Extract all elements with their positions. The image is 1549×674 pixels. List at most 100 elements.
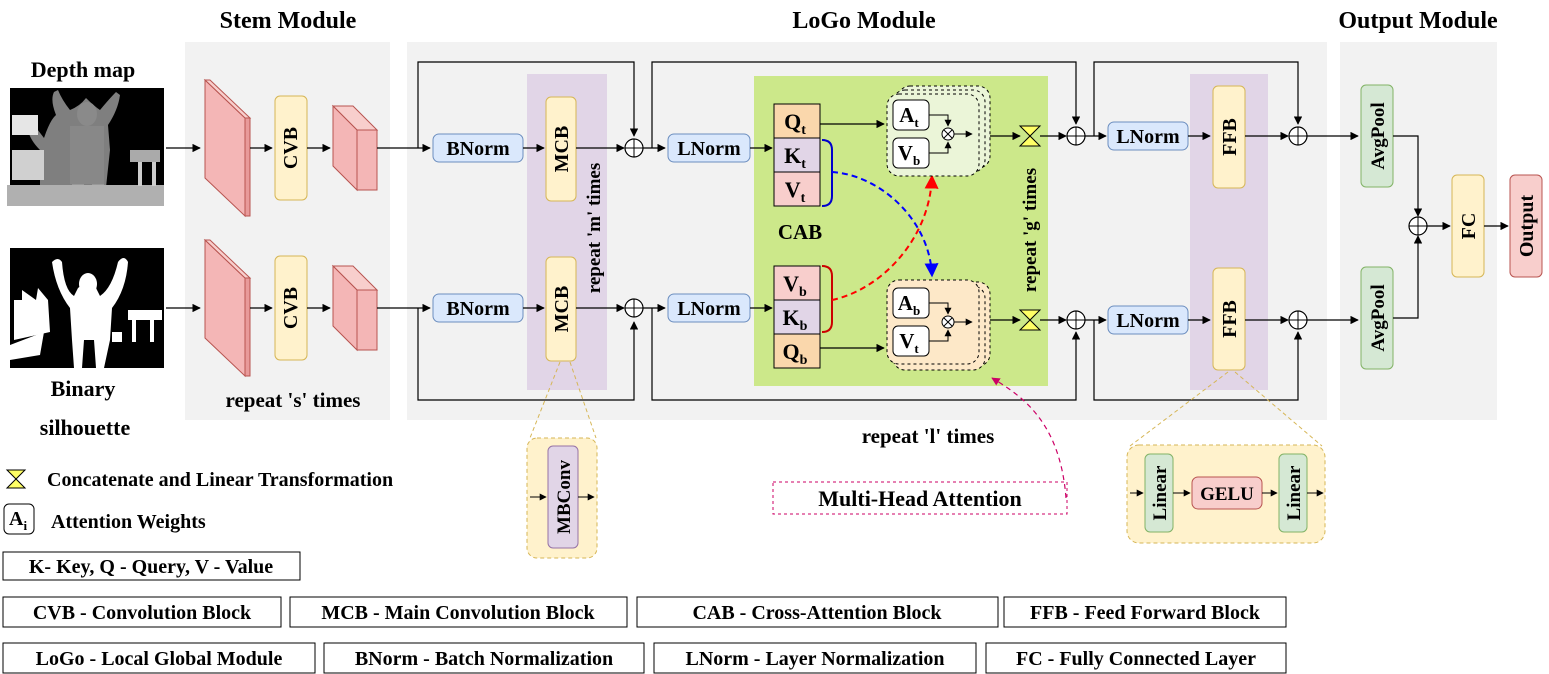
v-bottom-sub: b bbox=[799, 285, 807, 300]
mcb-top bbox=[545, 96, 577, 202]
v-top-base: V bbox=[785, 177, 801, 202]
qkv-top-stack: Qt Kt Vt bbox=[773, 103, 821, 207]
ffb-bottom bbox=[1212, 267, 1246, 371]
binary-label-line1: Binary bbox=[51, 376, 116, 401]
legend-row1-text-3: FFB - Feed Forward Block bbox=[1030, 602, 1261, 624]
legend-row1-box-0 bbox=[2, 596, 282, 628]
legend-row2-text-2: LNorm - Layer Normalization bbox=[685, 648, 944, 670]
q-top-base: Q bbox=[784, 109, 801, 134]
add-op-attn-bottom bbox=[1066, 310, 1086, 330]
logo-module-title: LoGo Module bbox=[792, 8, 936, 34]
legend-row1-box-3 bbox=[1003, 596, 1287, 628]
add-op-ffb-bottom bbox=[1288, 310, 1308, 330]
lnorm2-top-label: LNorm bbox=[1116, 126, 1180, 148]
mha-label-box bbox=[772, 481, 1068, 515]
ffb-gelu-label: GELU bbox=[1200, 484, 1254, 505]
bnorm-bottom-label: BNorm bbox=[446, 298, 510, 320]
add-op-output bbox=[1408, 216, 1428, 236]
svg-text:Vt: Vt bbox=[785, 177, 806, 206]
svg-text:Vb: Vb bbox=[898, 141, 920, 168]
lnorm2-bottom-label: LNorm bbox=[1116, 310, 1180, 332]
mha-label: Multi-Head Attention bbox=[818, 486, 1022, 511]
legend-row2-text-1: BNorm - Batch Normalization bbox=[355, 648, 613, 670]
output-block-label: Output bbox=[1516, 195, 1538, 258]
k-top-sub: t bbox=[801, 157, 806, 172]
mcb-top-label: MCB bbox=[551, 126, 573, 173]
attention-head-stack-top: At Vb bbox=[886, 85, 991, 177]
legend-row2-box-0 bbox=[2, 642, 316, 674]
q-bottom-sub: b bbox=[800, 353, 808, 368]
stem-module-title: Stem Module bbox=[220, 8, 357, 34]
a-b-base: A bbox=[898, 291, 914, 315]
ffb-top-label: FFB bbox=[1219, 118, 1241, 156]
legend-row2-box-2 bbox=[653, 642, 977, 674]
v-b-attn-sub: b bbox=[913, 153, 920, 168]
output-module-title: Output Module bbox=[1338, 8, 1498, 34]
v-top-cell bbox=[773, 171, 821, 207]
q-bottom-cell bbox=[773, 333, 821, 369]
binary-label-line2: silhouette bbox=[40, 415, 131, 440]
add-op-m-bottom bbox=[624, 298, 644, 318]
legend-attention-text: Attention Weights bbox=[51, 511, 206, 533]
repeat-l-label: repeat 'l' times bbox=[862, 424, 995, 448]
v-top-sub: t bbox=[801, 191, 806, 206]
legend-kqv-text: K- Key, Q - Query, V - Value bbox=[29, 556, 273, 578]
avgpool-top-label: AvgPool bbox=[1368, 102, 1389, 169]
stem-prism-small-bottom bbox=[331, 264, 379, 352]
add-op-m-top bbox=[624, 138, 644, 158]
v-t-attn-base: V bbox=[899, 329, 914, 353]
svg-text:Vb: Vb bbox=[783, 271, 807, 300]
lnorm-top-label: LNorm bbox=[677, 138, 741, 160]
k-top-base: K bbox=[784, 143, 801, 168]
svg-text:Qt: Qt bbox=[784, 109, 806, 138]
fc-block-label: FC bbox=[1458, 213, 1480, 240]
legend-attention-icon bbox=[3, 503, 35, 535]
v-bottom-cell bbox=[773, 265, 821, 301]
cvb-block-bottom-label: CVB bbox=[280, 287, 302, 329]
legend-row1-text-2: CAB - Cross-Attention Block bbox=[692, 602, 942, 624]
a-t-sub: t bbox=[914, 115, 919, 130]
qkv-bottom-stack: Vb Kb Qb bbox=[773, 265, 821, 369]
legend-concat-icon bbox=[5, 469, 27, 489]
legend-row2-text-3: FC - Fully Connected Layer bbox=[1016, 648, 1256, 670]
svg-text:Vt: Vt bbox=[899, 329, 919, 356]
legend-row1-text-0: CVB - Convolution Block bbox=[33, 602, 252, 624]
svg-text:Kb: Kb bbox=[783, 305, 808, 334]
svg-text:At: At bbox=[899, 103, 919, 130]
mcb-bottom-label: MCB bbox=[551, 286, 573, 333]
stem-prism-large-bottom bbox=[203, 238, 252, 378]
svg-text:Ai: Ai bbox=[9, 508, 27, 533]
a-b-sub: b bbox=[913, 303, 920, 318]
repeat-g-label: repeat 'g' times bbox=[1020, 168, 1041, 292]
bnorm-top-label: BNorm bbox=[446, 138, 510, 160]
ffb-bottom-label: FFB bbox=[1219, 300, 1241, 338]
legend-row1-box-2 bbox=[636, 596, 999, 628]
legend-attention-icon-sub: i bbox=[23, 518, 27, 533]
attention-head-stack-bottom: Ab Vt bbox=[886, 279, 991, 371]
q-top-sub: t bbox=[801, 123, 806, 138]
add-op-ffb-top bbox=[1288, 126, 1308, 146]
a-t-base: A bbox=[899, 103, 915, 127]
v-bottom-base: V bbox=[783, 271, 799, 296]
stem-prism-small-top bbox=[331, 104, 379, 192]
k-bottom-sub: b bbox=[800, 319, 808, 334]
stem-prism-large-top bbox=[203, 78, 252, 218]
ffb-linear-1-label: Linear bbox=[1150, 465, 1171, 520]
avgpool-bottom-label: AvgPool bbox=[1368, 284, 1389, 351]
cross-arrow-red bbox=[831, 174, 939, 301]
legend-row2-box-3 bbox=[985, 642, 1287, 674]
legend-row1-text-1: MCB - Main Convolution Block bbox=[321, 602, 595, 624]
cab-label: CAB bbox=[778, 220, 822, 244]
ffb-linear-2-label: Linear bbox=[1284, 465, 1305, 520]
legend-kqv-box bbox=[2, 551, 301, 581]
svg-text:Kt: Kt bbox=[784, 143, 806, 172]
v-b-attn-base: V bbox=[898, 141, 913, 165]
add-op-attn-top bbox=[1066, 126, 1086, 146]
repeat-s-label: repeat 's' times bbox=[226, 388, 361, 412]
binary-silhouette-image bbox=[7, 248, 164, 368]
svg-text:Ab: Ab bbox=[898, 291, 920, 318]
mcb-bottom bbox=[545, 256, 577, 362]
depth-map-image bbox=[7, 88, 164, 206]
repeat-m-label: repeat 'm' times bbox=[584, 163, 605, 294]
